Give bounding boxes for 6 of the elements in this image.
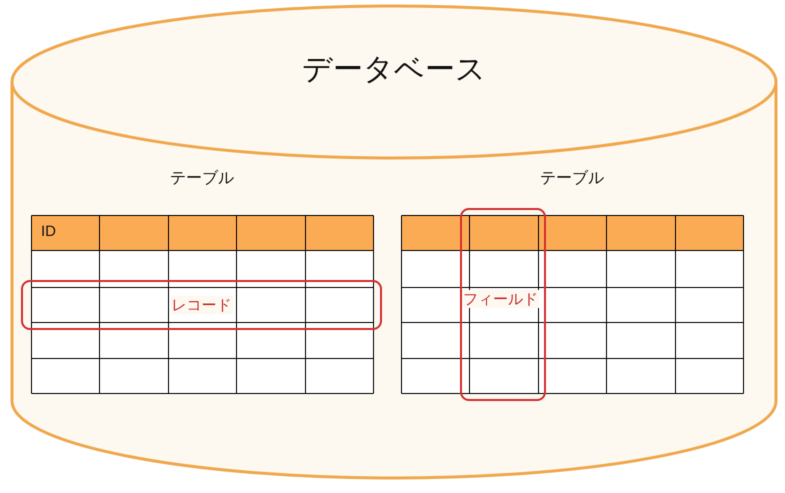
table-heading: テーブル: [169, 167, 235, 189]
database-title: データベース: [301, 51, 487, 89]
record-highlight: レコード: [21, 280, 382, 330]
field-highlight: フィールド: [460, 208, 546, 401]
table-heading: テーブル: [539, 167, 605, 189]
column-header-text: ID: [41, 222, 56, 242]
